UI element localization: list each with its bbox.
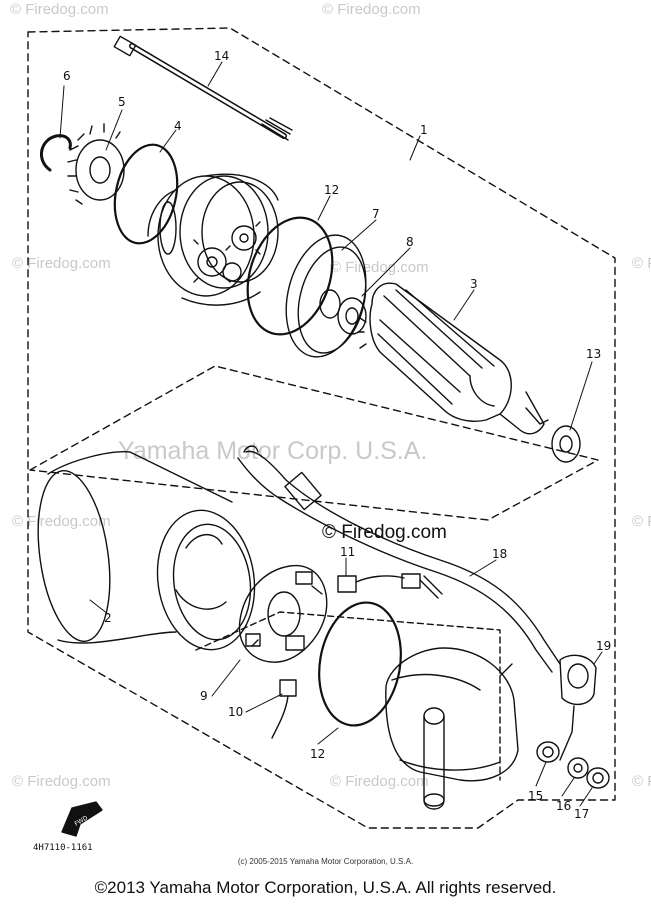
assembly-boundary-dashed [27,27,616,829]
nut-17 [586,767,610,789]
brush-lead [337,573,443,599]
callout-14: 14 [214,49,229,63]
callout-6: 6 [63,69,71,83]
o-ring [113,143,179,245]
copyright-notice: ©2013 Yamaha Motor Corporation, U.S.A. A… [94,878,557,897]
callout-9: 9 [200,689,208,703]
armature [357,282,549,435]
callout-1: 1 [420,123,428,137]
o-ring-lower [318,601,402,727]
callout-8: 8 [406,235,414,249]
washer-13 [551,425,581,463]
watermark-left-2: © Firedog.com [12,513,111,530]
callout-19: 19 [596,639,611,653]
pinion-gear [67,123,125,205]
washer-16 [567,757,589,779]
callout-17: 17 [574,807,589,821]
brush [271,679,297,739]
rear-cover [385,647,519,810]
callout-4: 4 [174,119,182,133]
callout-3: 3 [470,277,478,291]
callout-11: 11 [340,545,355,559]
callout-12-lower: 12 [310,747,325,761]
part-number-label: 4H7110-1161 [33,843,93,853]
leader-lines [59,61,603,807]
armature-group-dashed [29,365,599,521]
callout-15: 15 [528,789,543,803]
watermark-layer: © Firedog.com © Firedog.com © Firedog.co… [10,1,651,790]
callout-2: 2 [104,611,112,625]
watermark-left-1: © Firedog.com [12,255,111,272]
watermark-top-left: © Firedog.com [10,1,109,18]
yoke-housing [37,451,256,651]
callout-labels: 6 5 4 14 1 12 7 8 3 13 2 11 18 19 9 10 1… [63,49,611,821]
watermark-right-2: © Firedog.com [632,513,651,530]
watermark-center-black: © Firedog.com [322,522,447,543]
lead-wire [237,445,561,673]
watermark-corp: Yamaha Motor Corp. U.S.A. [118,437,427,465]
watermark-left-3: © Firedog.com [12,773,111,790]
fwd-arrow [61,801,103,837]
brush-group-dashed [195,611,501,781]
callout-12-upper: 12 [324,183,339,197]
small-copyright: (c) 2005-2015 Yamaha Motor Corporation, … [237,857,414,866]
callout-13: 13 [586,347,601,361]
front-cover [147,173,279,306]
brush-holder [238,564,328,663]
watermark-top-center: © Firedog.com [322,1,421,18]
watermark-mid-1: © Firedog.com [330,259,429,276]
watermark-mid-3: © Firedog.com [330,773,429,790]
washer-small [337,297,367,335]
circlip [40,134,72,172]
callout-16: 16 [556,799,571,813]
o-ring-upper [246,216,334,336]
watermark-right-3: © Firedog.com [632,773,651,790]
through-bolt [113,35,293,141]
callout-5: 5 [118,95,126,109]
terminal-cap [559,654,597,761]
callout-7: 7 [372,207,380,221]
callout-18: 18 [492,547,507,561]
nut-15 [536,741,560,763]
watermark-right-1: © Firedog.com [632,255,651,272]
callout-10: 10 [228,705,243,719]
